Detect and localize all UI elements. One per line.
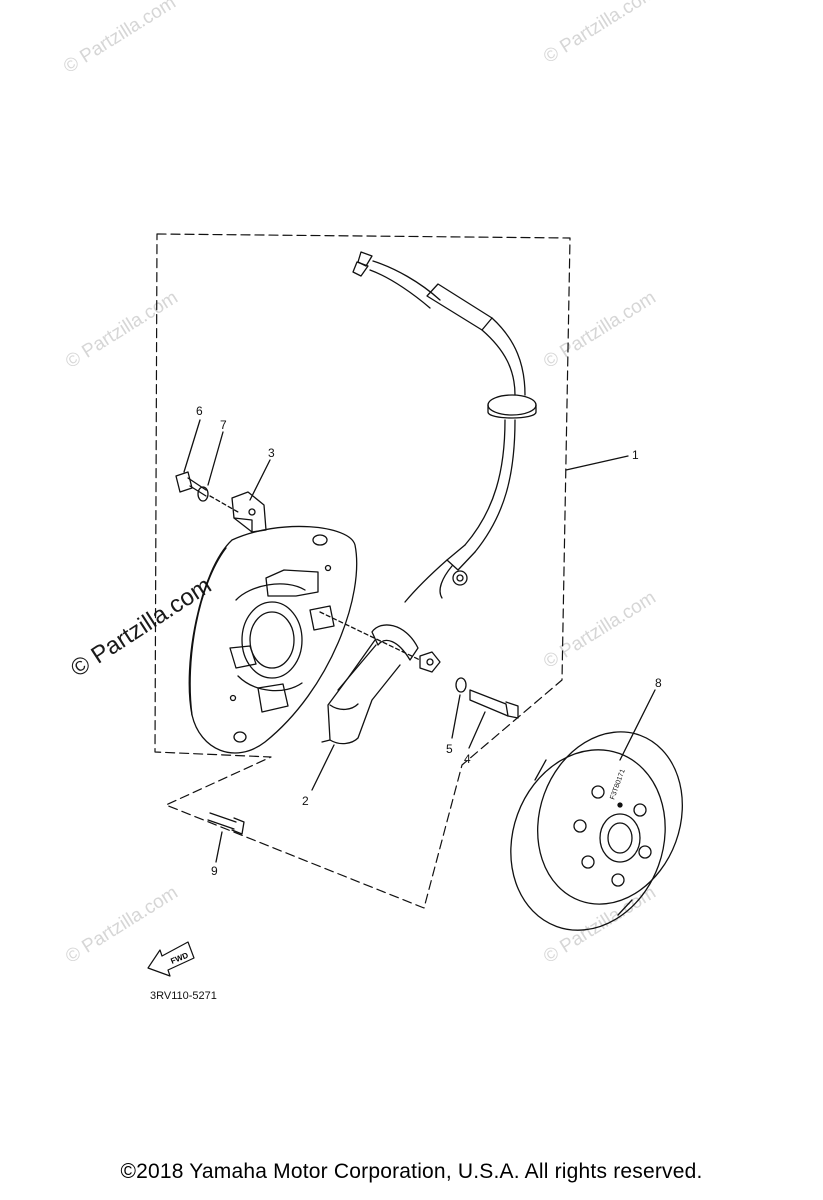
fwd-label: FWD [169, 951, 189, 966]
bolt-4 [469, 689, 519, 719]
screw-9 [207, 812, 245, 835]
leader-line-7 [207, 431, 224, 486]
flywheel-marking: F3T80171 [609, 768, 627, 800]
pulser-coil [321, 624, 419, 745]
leader-line-8 [619, 689, 656, 761]
leader-line-1 [565, 455, 629, 471]
callout-1: 1 [632, 448, 639, 462]
leader-line-4 [468, 711, 486, 749]
fwd-arrow-icon [147, 941, 195, 977]
screw-6 [175, 471, 207, 497]
leader-line-9 [215, 831, 223, 863]
callout-2: 2 [302, 794, 309, 808]
diagram-code: 3RV110-5271 [150, 990, 217, 1002]
callout-3: 3 [268, 446, 275, 460]
nut [419, 651, 441, 673]
leader-line-5 [451, 694, 461, 739]
washer-5 [455, 677, 467, 693]
callout-7: 7 [220, 418, 227, 432]
assembly-axis [319, 611, 421, 661]
wire-harness [352, 251, 537, 603]
flywheel-rotor [510, 731, 683, 931]
leader-line-3 [249, 459, 271, 501]
copyright-notice: ©2018 Yamaha Motor Corporation, U.S.A. A… [120, 1160, 703, 1183]
assembly-boundary [154, 233, 571, 909]
assembly-axis [209, 495, 239, 513]
callout-6: 6 [196, 404, 203, 418]
callout-8: 8 [655, 676, 662, 690]
callout-9: 9 [211, 864, 218, 878]
leader-line-2 [311, 744, 335, 791]
washer-7 [197, 486, 209, 502]
leader-line-6 [183, 419, 201, 473]
stator-base-plate [188, 525, 358, 754]
callout-5: 5 [446, 742, 453, 756]
wire-clamp [231, 491, 267, 533]
callout-4: 4 [464, 752, 471, 766]
